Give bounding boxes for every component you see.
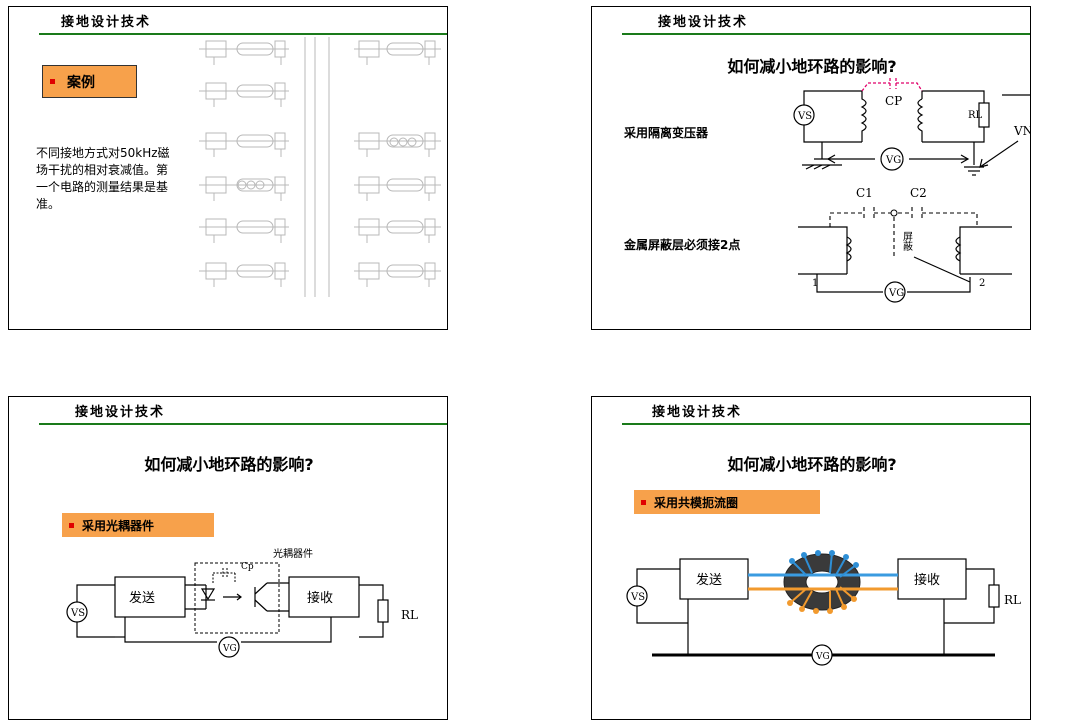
c1-label: C1 <box>856 186 873 200</box>
vg-label: VG <box>885 155 901 166</box>
shield-two-point-label: 金属屏蔽层必须接2点 <box>624 238 741 252</box>
rl-label: RL <box>1004 593 1021 607</box>
isolation-transformer-label: 采用隔离变压器 <box>624 126 709 140</box>
case-description: 不同接地方式对50kHz磁场干扰的相对衰减值。第一个电路的测量结果是基准。 <box>36 146 170 211</box>
node-1-label: 1 <box>812 278 818 289</box>
optocoupler-tag: 采用光耦器件 <box>62 513 214 537</box>
receive-block-label: 接收 <box>307 590 333 606</box>
rl-label: RL <box>401 608 418 622</box>
send-block-label: 发送 <box>129 590 155 606</box>
slide-optocoupler: 接地设计技术 如何减小地环路的影响? 采用光耦器件 <box>8 396 448 720</box>
choke-tag-label: 采用共模扼流圈 <box>654 495 739 510</box>
vn-label: VN <box>1013 124 1031 138</box>
vg-label: VG <box>222 644 237 654</box>
rl-label: RL <box>968 110 983 121</box>
slide-header-title: 接地设计技术 <box>658 15 749 30</box>
bullet-icon <box>69 522 74 528</box>
header-divider <box>39 33 447 35</box>
slide-title: 如何减小地环路的影响? <box>144 455 314 474</box>
vs-label: VS <box>70 608 85 619</box>
case-label: 案例 <box>67 74 95 91</box>
cp-label: Cp <box>241 562 254 572</box>
header-divider <box>39 423 447 425</box>
send-block-label: 发送 <box>696 572 722 588</box>
grounding-schematic-table <box>198 37 442 297</box>
slide-title: 如何减小地环路的影响? <box>727 57 897 76</box>
bullet-icon <box>641 499 646 505</box>
optocoupler-circuit: 光耦器件 发送 接收 Cp VS VG RL <box>66 547 418 658</box>
cp-label: CP <box>885 94 902 108</box>
header-divider <box>622 423 1030 425</box>
node-2-label: 2 <box>979 278 985 289</box>
slide-case-study: 接地设计技术 案例 不同接地方式对50kHz磁场干扰的相对衰减值。第一个电路的测… <box>8 6 448 330</box>
common-mode-choke-circuit: 发送 接收 VS VG RL <box>626 550 1021 666</box>
vs-label: VS <box>630 592 645 603</box>
slide-header-title: 接地设计技术 <box>61 15 152 30</box>
vg-label: VG <box>815 652 830 662</box>
slide-header-title: 接地设计技术 <box>75 405 166 420</box>
slide-common-mode-choke: 接地设计技术 如何减小地环路的影响? 采用共模扼流圈 <box>591 396 1031 720</box>
shield-text: 屏蔽 <box>901 231 913 252</box>
vg-label-lower: VG <box>888 288 904 299</box>
header-divider <box>622 33 1030 35</box>
receive-block-label: 接收 <box>914 572 940 588</box>
isolation-transformer-circuit: VS CP RL VN VG C1 C2 屏蔽 VG 1 2 <box>793 78 1031 303</box>
slide-header-title: 接地设计技术 <box>652 405 743 420</box>
vs-label: VS <box>797 111 812 122</box>
bullet-icon <box>50 79 55 84</box>
optocoupler-caption: 光耦器件 <box>273 547 313 560</box>
slide-title: 如何减小地环路的影响? <box>727 455 897 474</box>
slide-isolation-methods: 接地设计技术 如何减小地环路的影响? 采用隔离变压器 金属屏蔽层必须接2点 <box>591 6 1031 330</box>
optocoupler-tag-label: 采用光耦器件 <box>82 518 155 533</box>
choke-tag: 采用共模扼流圈 <box>634 490 820 514</box>
case-label-box: 案例 <box>42 65 137 98</box>
c2-label: C2 <box>910 186 927 200</box>
